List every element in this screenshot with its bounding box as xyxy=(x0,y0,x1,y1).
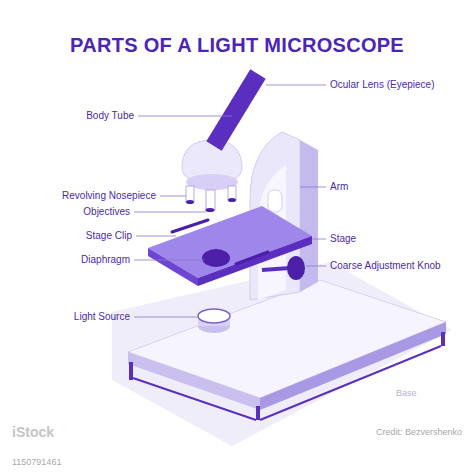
part-label: Ocular Lens (Eyepiece) xyxy=(330,78,435,92)
credit-text: Credit: Bezvershenko xyxy=(376,425,462,439)
watermark: iStock xyxy=(12,425,54,439)
part-label: Diaphragm xyxy=(81,253,130,267)
diagram-title: PARTS OF A LIGHT MICROSCOPE xyxy=(0,34,474,57)
part-label: Light Source xyxy=(74,310,130,324)
part-label: Body Tube xyxy=(86,109,134,123)
part-label: Objectives xyxy=(83,205,130,219)
part-label: Stage Clip xyxy=(86,229,132,243)
part-label: Coarse Adjustment Knob xyxy=(330,259,441,273)
part-label-faint: Base xyxy=(396,386,417,400)
image-id: 1150791461 xyxy=(12,455,61,469)
part-label: Arm xyxy=(330,180,348,194)
part-label: Stage xyxy=(330,232,356,246)
part-label: Revolving Nosepiece xyxy=(62,189,156,203)
